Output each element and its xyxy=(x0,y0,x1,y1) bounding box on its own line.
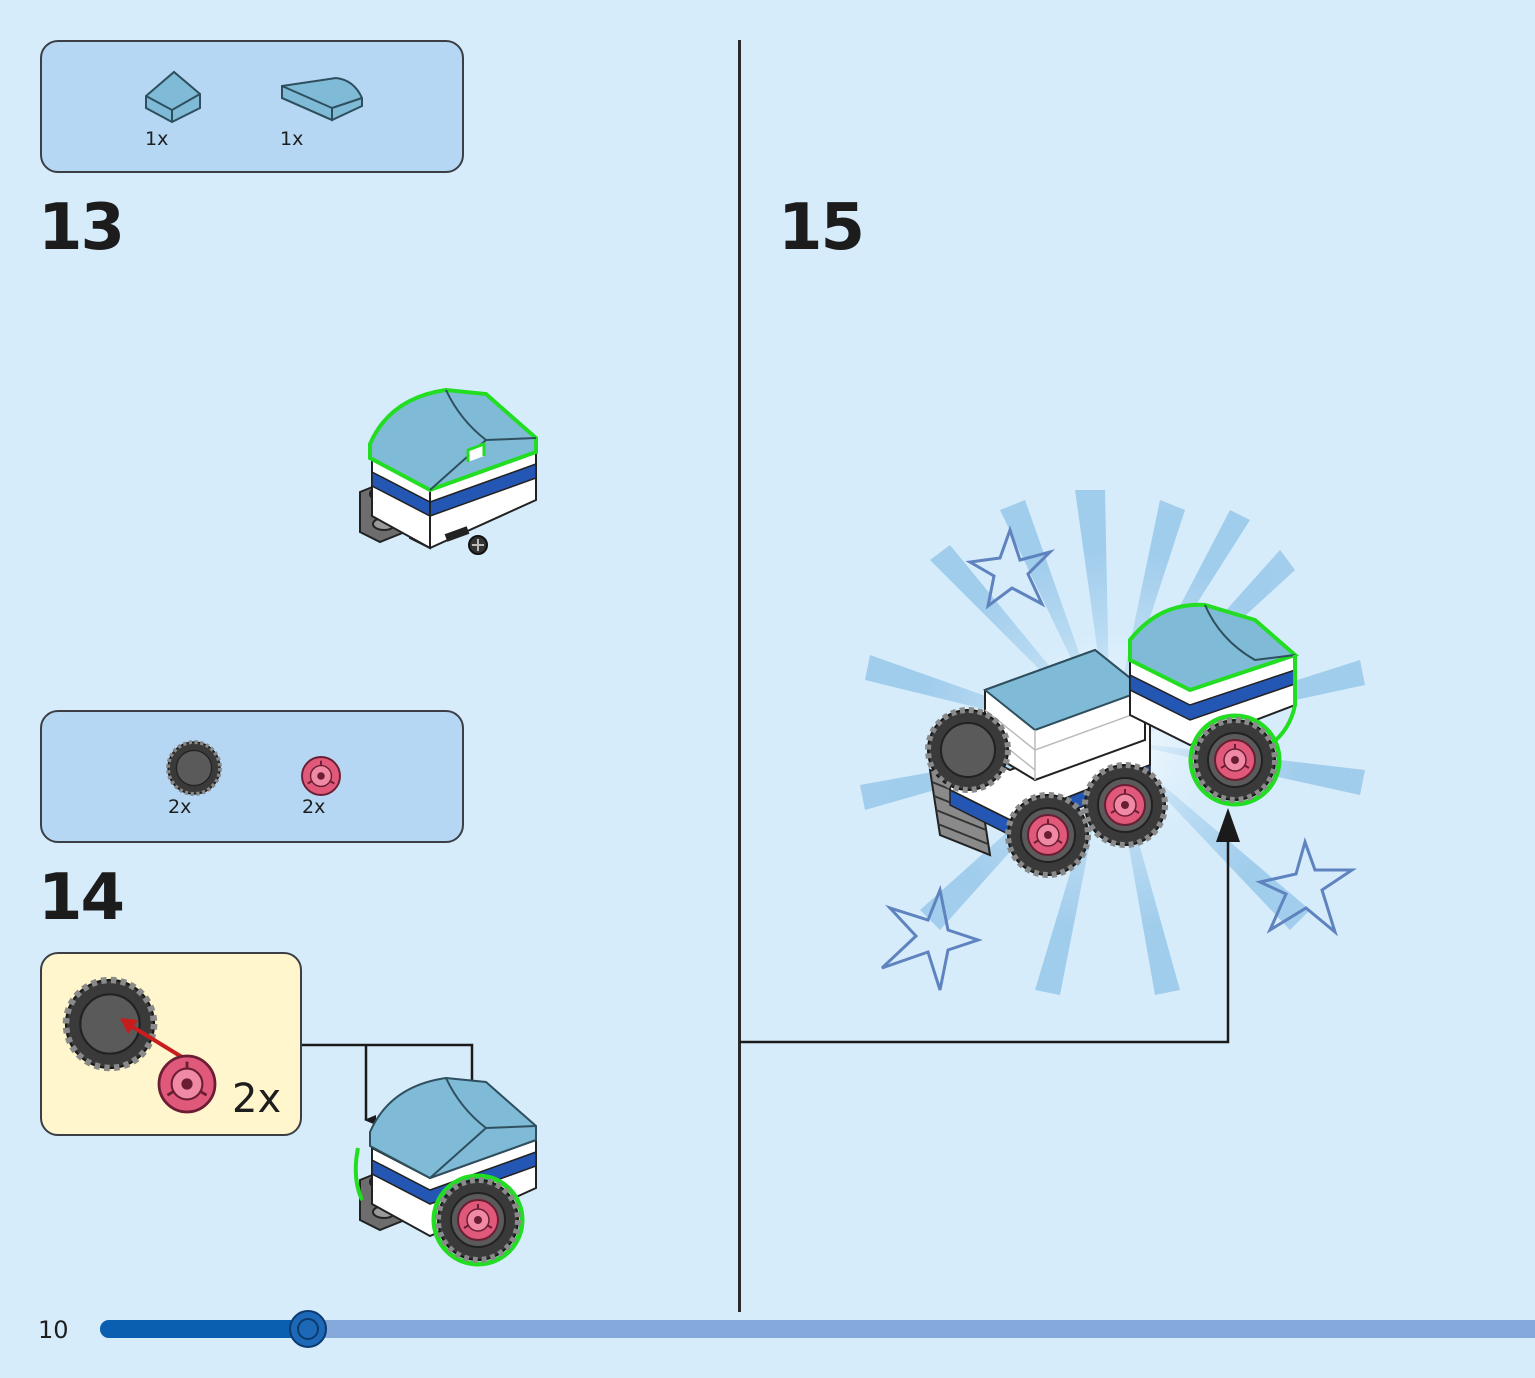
callout-qty: 2x xyxy=(232,1076,282,1122)
step-connector xyxy=(740,808,1240,1044)
part-qty: 1x xyxy=(145,128,169,150)
tire-icon xyxy=(166,740,222,796)
column-divider xyxy=(738,40,741,1312)
step-14-model xyxy=(353,1076,537,1267)
curved-slope-wide-icon xyxy=(281,76,363,122)
parts-box-step-14: 2x 2x xyxy=(40,710,464,843)
page-number: 10 xyxy=(38,1316,69,1344)
progress-knob[interactable] xyxy=(289,1310,327,1348)
step-15-model xyxy=(860,490,1365,995)
part-qty: 1x xyxy=(280,128,304,150)
parts-box-step-13: 1x 1x xyxy=(40,40,464,173)
part-qty: 2x xyxy=(168,796,192,818)
wheel-rim-icon xyxy=(301,756,341,796)
step-number: 14 xyxy=(38,861,125,935)
progress-track xyxy=(100,1320,1535,1338)
step-number: 15 xyxy=(778,191,865,265)
step-number: 13 xyxy=(38,191,125,265)
subassembly-callout: 2x xyxy=(40,952,302,1136)
step-13-model xyxy=(359,387,538,555)
part-qty: 2x xyxy=(302,796,326,818)
wheel-rim-icon xyxy=(157,1054,217,1114)
progress-fill xyxy=(100,1320,308,1338)
curved-slope-small-icon xyxy=(145,70,201,124)
